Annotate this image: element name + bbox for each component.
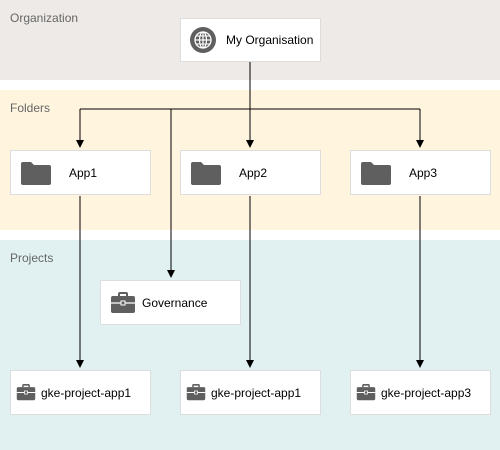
- folder-icon: [20, 160, 52, 186]
- folders-band-label: Folders: [10, 101, 51, 115]
- briefcase-icon: [110, 291, 136, 314]
- project-app1-node[interactable]: gke-project-app1: [10, 370, 151, 415]
- projects-band: Projects: [0, 240, 500, 450]
- briefcase-icon: [356, 384, 376, 401]
- folder-app1-node[interactable]: App1: [10, 150, 151, 195]
- briefcase-icon: [186, 384, 206, 401]
- projects-band-label: Projects: [10, 251, 54, 265]
- briefcase-icon: [16, 384, 36, 401]
- folder-icon: [190, 160, 222, 186]
- organization-node[interactable]: My Organisation: [180, 18, 321, 62]
- project-app2-node[interactable]: gke-project-app1: [180, 370, 321, 415]
- folder-app2-node[interactable]: App2: [180, 150, 321, 195]
- governance-label: Governance: [142, 295, 208, 310]
- organization-band-label: Organization: [10, 11, 79, 25]
- governance-project-node[interactable]: Governance: [100, 280, 241, 325]
- globe-icon: [189, 26, 217, 54]
- folder-app3-node[interactable]: App3: [350, 150, 491, 195]
- folder-app2-label: App2: [239, 165, 268, 180]
- project-app3-label: gke-project-app3: [381, 385, 472, 400]
- organization-label: My Organisation: [226, 33, 314, 47]
- project-app3-node[interactable]: gke-project-app3: [350, 370, 491, 415]
- folder-icon: [360, 160, 392, 186]
- folder-app3-label: App3: [409, 165, 438, 180]
- folder-app1-label: App1: [69, 165, 98, 180]
- project-app2-label: gke-project-app1: [211, 385, 302, 400]
- project-app1-label: gke-project-app1: [41, 385, 132, 400]
